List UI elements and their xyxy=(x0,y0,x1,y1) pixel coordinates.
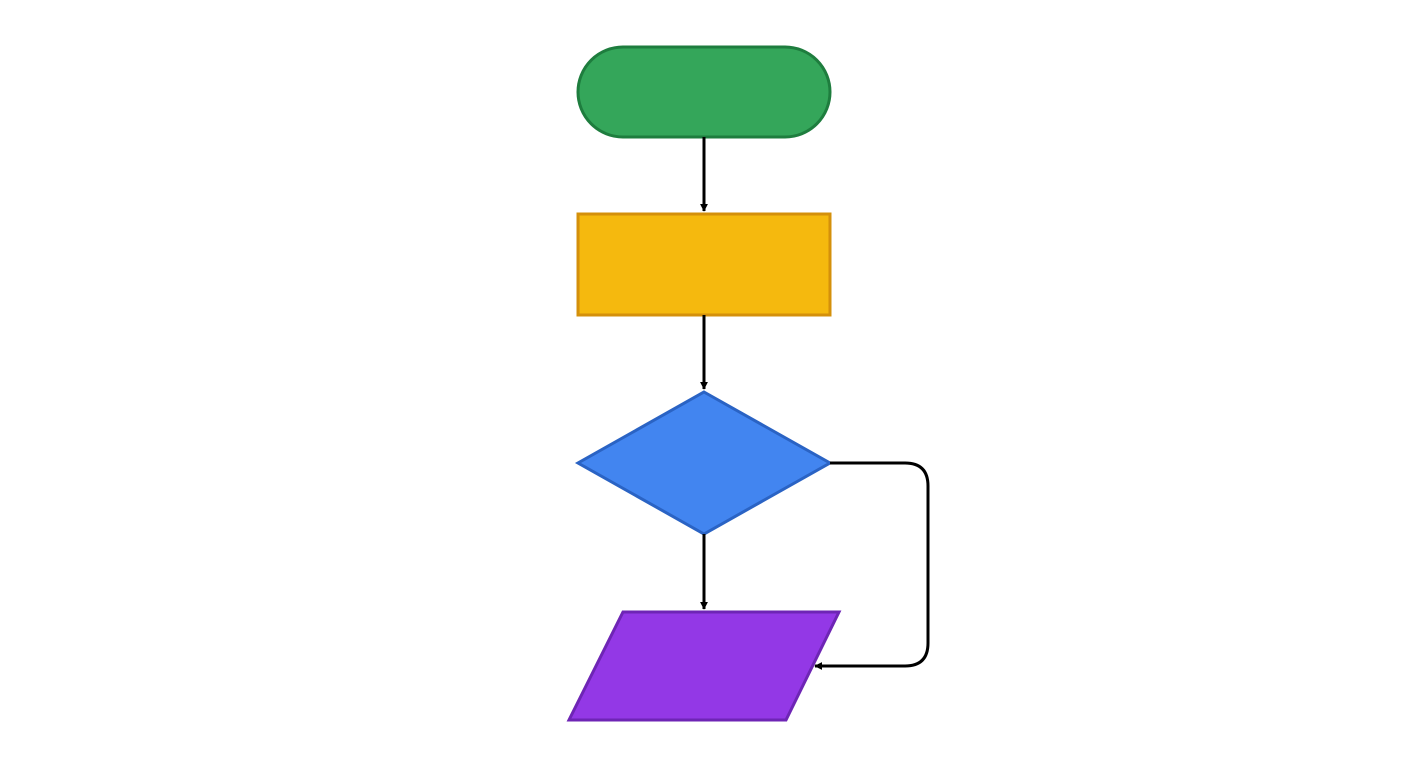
input-output-node xyxy=(566,610,842,722)
start-terminator-node xyxy=(576,45,832,139)
process-node xyxy=(576,212,832,317)
decision-node xyxy=(574,390,834,536)
decision-to-io-side-arrow xyxy=(814,461,930,670)
